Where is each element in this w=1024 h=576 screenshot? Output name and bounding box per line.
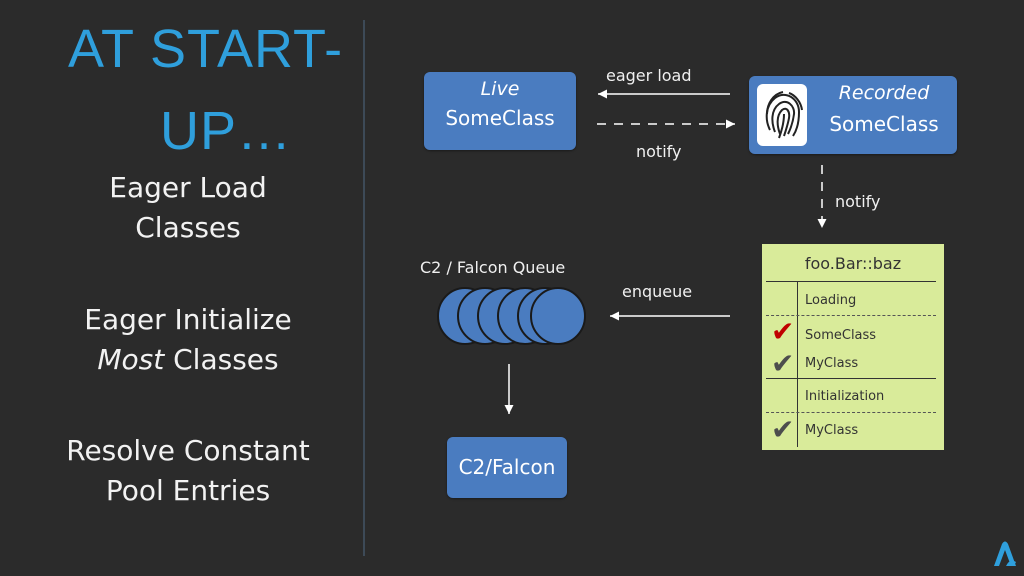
panel-row-loading: Loading [805,293,857,308]
bullet-line: Eager Initialize [84,303,292,336]
bullet-eager-load: Eager Load Classes [60,168,316,248]
recorded-someclass-box: Recorded SomeClass [749,76,957,154]
live-label: Live [480,78,520,100]
eager-load-label: eager load [606,66,692,85]
panel-divider [766,281,936,282]
panel-row-myclass: MyClass [805,356,859,371]
panel-dashed-divider [766,412,936,413]
recorded-label: Recorded [838,82,930,104]
method-panel: foo.Bar::baz Loading SomeClass MyClass I… [762,244,944,450]
bullet-eager-initialize: Eager Initialize Most Classes [48,300,328,380]
panel-column-divider [797,281,798,447]
live-class-name: SomeClass [445,106,555,130]
vertical-divider [363,20,365,556]
compiler-name: C2/Falcon [458,455,556,479]
gray-check-icon: ✔ [771,347,795,380]
notify-horizontal-label: notify [636,142,682,161]
panel-row-initialization: Initialization [805,389,885,404]
bullet-resolve-constant: Resolve Constant Pool Entries [40,431,336,511]
panel-divider [766,378,936,379]
notify-vertical-label: notify [835,192,881,211]
fingerprint-icon [757,84,807,146]
bullet-emphasis: Most [97,343,165,376]
queue-circles [437,287,586,345]
c2-falcon-box: C2/Falcon [447,437,567,498]
queue-item [530,287,586,345]
bullet-line: Eager Load [109,171,267,204]
enqueue-label: enqueue [622,282,693,301]
bullet-line: Classes [135,211,241,244]
slide-title-line1: AT START- [68,19,344,79]
gray-check-icon: ✔ [771,413,795,446]
bullet-text: Classes [164,343,279,376]
method-name: foo.Bar::baz [804,254,902,273]
panel-row-myclass-init: MyClass [805,423,859,438]
queue-label: C2 / Falcon Queue [420,258,566,277]
azul-logo-icon [994,541,1016,566]
bullet-line: Pool Entries [105,474,271,507]
red-check-icon: ✔ [771,315,795,348]
slide-title-line2: UP… [160,101,293,161]
bullet-line: Most Classes [48,340,328,380]
panel-row-someclass: SomeClass [805,328,877,343]
recorded-class-name: SomeClass [829,112,939,136]
panel-dashed-divider [766,315,936,316]
bullet-line: Resolve Constant [66,434,310,467]
live-someclass-box: Live SomeClass [424,72,576,150]
